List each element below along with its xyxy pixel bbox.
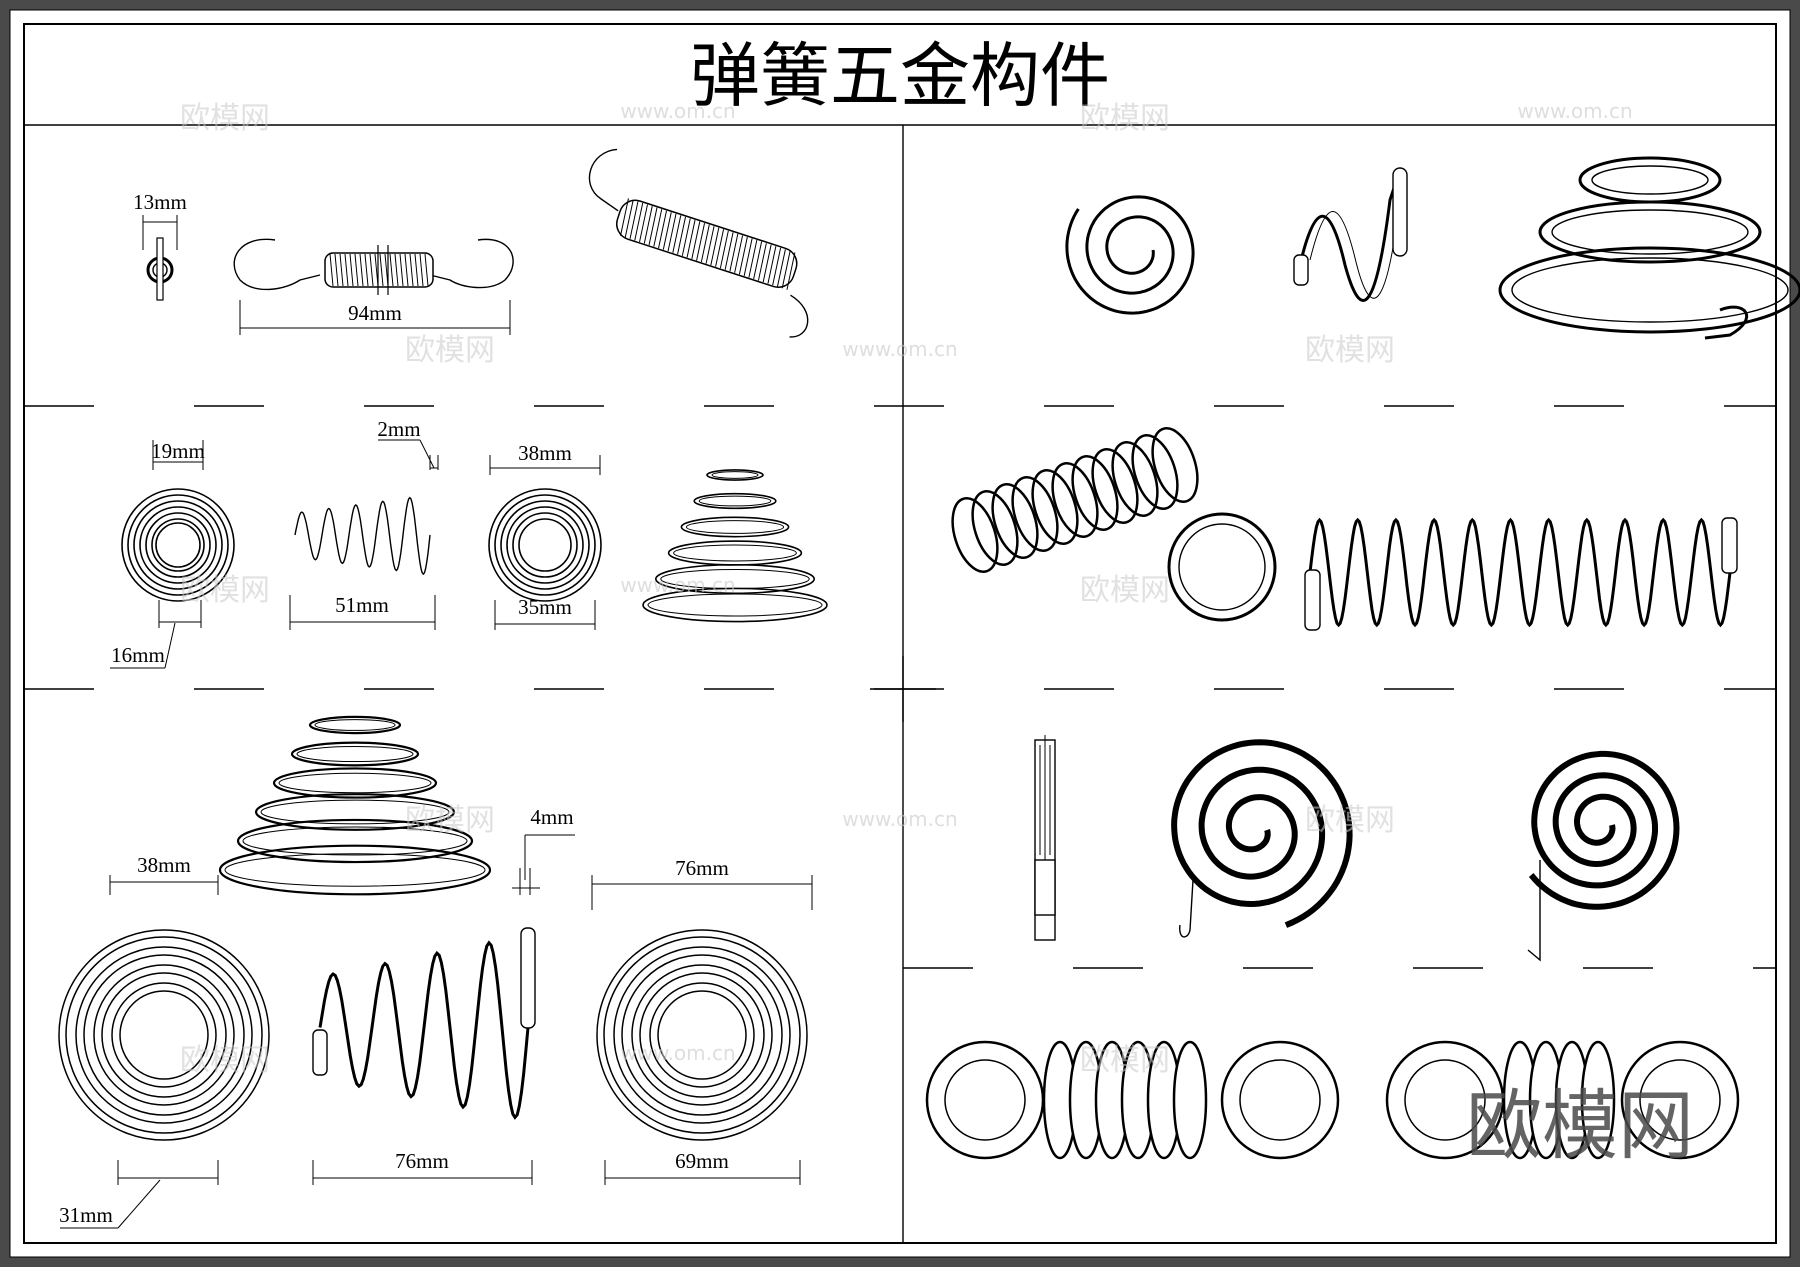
extension-spring-loops-a [925,1040,1340,1160]
svg-text:www.om.cn: www.om.cn [842,807,957,831]
dim-16mm: 16mm [111,643,165,667]
spring-ring-end-view [1167,512,1277,622]
svg-text:欧模网: 欧模网 [1080,573,1170,608]
dim-69mm: 69mm [675,1149,729,1173]
dim-31mm: 31mm [59,1203,113,1227]
conical-spring-small [642,469,828,623]
dim-38mm-a: 38mm [518,441,572,465]
clock-spiral-spring-b [1527,750,1680,962]
extension-spring-angled [588,148,809,338]
dim-19mm: 19mm [151,439,205,463]
svg-text:欧模网: 欧模网 [1080,1043,1170,1078]
spring-small-end-view [142,215,178,301]
compression-spring-end-view-38 [488,455,602,630]
compression-spring-end-view-19 [110,440,235,669]
long-compression-spring [1304,517,1738,631]
dim-51mm: 51mm [335,593,389,617]
section-dividers [24,405,1776,969]
svg-text:欧模网: 欧模网 [1305,803,1395,838]
svg-text:欧模网: 欧模网 [180,101,270,136]
dim-35mm: 35mm [518,595,572,619]
svg-text:欧模网: 欧模网 [1080,101,1170,136]
dim-38mm-b: 38mm [137,853,191,877]
svg-text:www.om.cn: www.om.cn [1517,99,1632,123]
wire-spring-short [1293,167,1408,302]
svg-text:www.om.cn: www.om.cn [620,573,735,597]
extension-spring-94 [233,238,514,335]
svg-text:欧模网: 欧模网 [180,1043,270,1078]
watermark-logo: 欧模网 [1466,1081,1694,1170]
conical-spring-large [218,715,492,896]
dim-4mm: 4mm [530,805,573,829]
page-title: 弹簧五金构件 [690,35,1110,117]
dim-76mm-a: 76mm [395,1149,449,1173]
svg-text:欧模网: 欧模网 [180,573,270,608]
svg-text:欧模网: 欧模网 [1305,333,1395,368]
svg-text:www.om.cn: www.om.cn [620,1041,735,1065]
dim-13mm: 13mm [133,190,187,214]
dim-2mm: 2mm [377,417,420,441]
helical-spring-3d [951,427,1199,573]
flat-spiral-76 [591,875,813,1185]
compression-spring-side-76 [312,834,575,1185]
svg-text:www.om.cn: www.om.cn [620,99,735,123]
conical-spring-3d [1498,156,1800,340]
clock-spiral-spring-a [1171,739,1353,938]
pin-side-view [1034,735,1056,941]
flat-spiral-38 [58,875,270,1229]
compression-spring-side-51 [289,439,439,630]
svg-text:www.om.cn: www.om.cn [842,337,957,361]
extension-spring-loops-b [1385,1040,1740,1160]
dim-76mm-b: 76mm [675,856,729,880]
svg-text:欧模网: 欧模网 [405,333,495,368]
svg-text:欧模网: 欧模网 [405,803,495,838]
flat-spiral-spring [1065,195,1195,315]
watermarks: 欧模网 www.om.cn 欧模网 www.om.cn 欧模网 www.om.c… [180,99,1694,1170]
dim-94mm: 94mm [348,301,402,325]
